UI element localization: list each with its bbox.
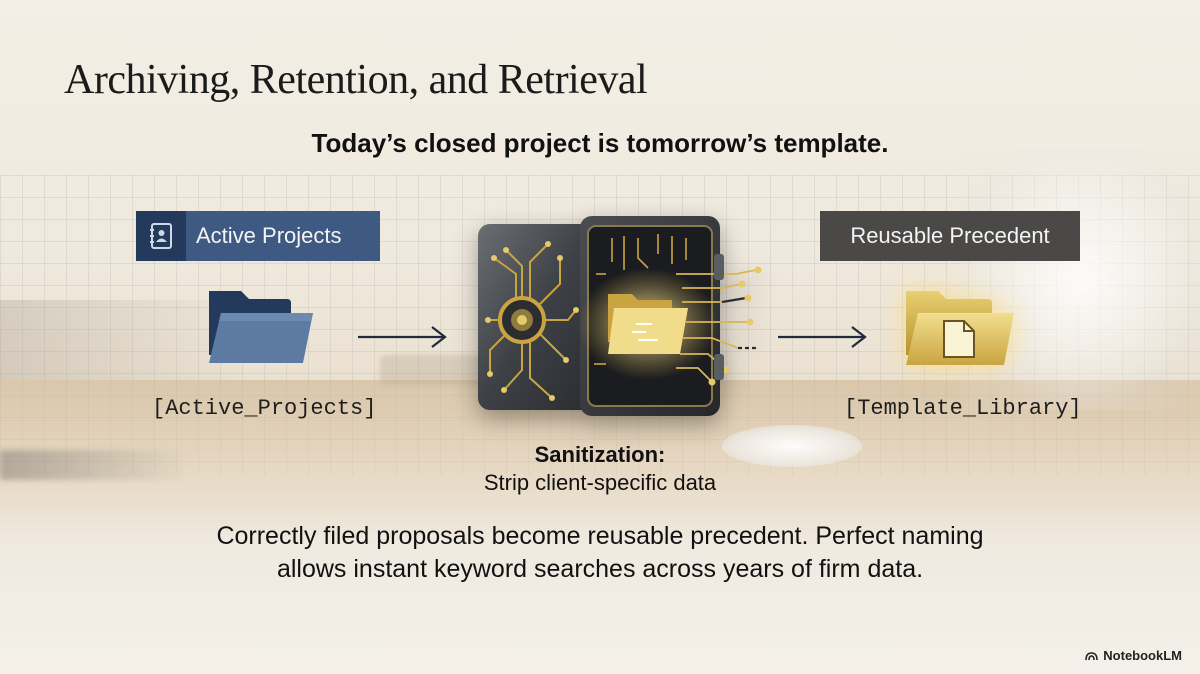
- notebooklm-logo-icon: [1085, 651, 1099, 660]
- caption: Correctly filed proposals become reusabl…: [0, 520, 1200, 586]
- sanitization-description: Strip client-specific data: [483, 470, 717, 495]
- sanitization-heading: Sanitization:: [534, 442, 666, 467]
- background-mouse: [722, 425, 862, 467]
- slide-subtitle: Today’s closed project is tomorrow’s tem…: [311, 128, 889, 158]
- background-blur-left: [0, 300, 250, 380]
- active-projects-label-text: Active Projects: [196, 223, 342, 248]
- active-projects-label: Active Projects: [136, 211, 380, 261]
- template-library-path: [Template_Library]: [844, 396, 1082, 421]
- address-book-icon: [136, 211, 186, 261]
- vault-icon: [476, 214, 776, 425]
- reusable-precedent-label: Reusable Precedent: [820, 211, 1080, 261]
- arrow-right-icon: [776, 325, 868, 354]
- arrow-right-icon: [356, 325, 448, 354]
- background-shadow: [0, 450, 190, 480]
- brand-badge: NotebookLM: [1085, 648, 1182, 663]
- reusable-precedent-label-text: Reusable Precedent: [850, 223, 1050, 248]
- caption-line-2: allows instant keyword searches across y…: [276, 555, 924, 583]
- active-folder-icon: [203, 285, 317, 372]
- slide-title: Archiving, Retention, and Retrieval: [64, 57, 648, 103]
- caption-line-1: Correctly filed proposals become reusabl…: [216, 522, 984, 550]
- background-monitor: [960, 150, 1200, 410]
- brand-name: NotebookLM: [1103, 648, 1182, 663]
- template-folder-icon: [900, 285, 1018, 374]
- active-projects-path: [Active_Projects]: [152, 396, 377, 421]
